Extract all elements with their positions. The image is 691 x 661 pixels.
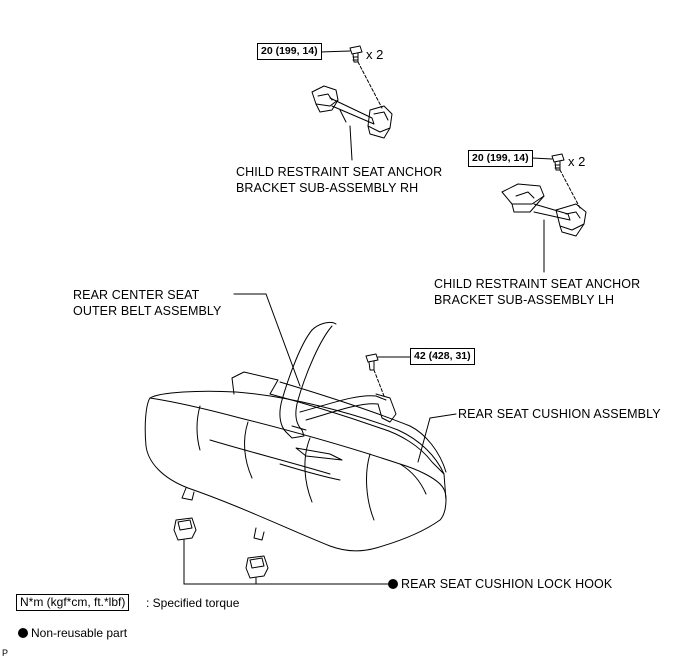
non-reusable-dot-icon <box>388 579 398 589</box>
lh-bolt-illustration <box>551 153 565 171</box>
rh-bracket-label-line1: CHILD RESTRAINT SEAT ANCHOR <box>236 165 443 179</box>
lh-bracket-label-line1: CHILD RESTRAINT SEAT ANCHOR <box>434 277 641 291</box>
lh-bracket-label-line2: BRACKET SUB-ASSEMBLY LH <box>434 293 615 307</box>
lh-bolt-quantity: x 2 <box>568 154 586 169</box>
legend-torque-unit: N*m (kgf*cm, ft.*lbf) <box>16 594 130 611</box>
rh-bolt-torque-value: 20 (199, 14) <box>257 43 322 60</box>
rh-bolt-quantity: x 2 <box>366 47 384 62</box>
lock-hook-label: REAR SEAT CUSHION LOCK HOOK <box>388 576 612 592</box>
belt-label-line2: OUTER BELT ASSEMBLY <box>73 304 222 318</box>
cushion-label: REAR SEAT CUSHION ASSEMBLY <box>458 407 661 421</box>
rh-bracket-label: CHILD RESTRAINT SEAT ANCHOR BRACKET SUB-… <box>236 164 442 196</box>
belt-bolt-torque-value: 42 (428, 31) <box>410 348 475 365</box>
rh-bracket-label-line2: BRACKET SUB-ASSEMBLY RH <box>236 181 419 195</box>
corner-mark: P <box>2 648 9 658</box>
lh-bolt-torque-value: 20 (199, 14) <box>468 150 533 167</box>
rh-bolt-illustration <box>349 45 363 63</box>
lock-hook-label-text: REAR SEAT CUSHION LOCK HOOK <box>401 577 613 591</box>
lh-anchor-bracket-illustration <box>501 183 587 237</box>
legend-nonreusable: Non-reusable part <box>18 626 127 641</box>
belt-label-line1: REAR CENTER SEAT <box>73 288 200 302</box>
seat-belt-illustration <box>279 321 397 439</box>
lh-bracket-label: CHILD RESTRAINT SEAT ANCHOR BRACKET SUB-… <box>434 276 640 308</box>
lock-hook-right-illustration <box>245 555 269 579</box>
seat-cushion-illustration <box>144 371 447 552</box>
belt-label: REAR CENTER SEAT OUTER BELT ASSEMBLY <box>73 287 221 319</box>
leader-lines <box>183 50 553 585</box>
legend-dot-icon <box>18 628 28 638</box>
belt-bolt-illustration <box>365 353 379 371</box>
rh-anchor-bracket-illustration <box>311 85 393 139</box>
legend-nonreusable-text: Non-reusable part <box>31 626 128 640</box>
legend-torque-description: : Specified torque <box>146 596 240 610</box>
lock-hook-left-illustration <box>173 517 197 541</box>
